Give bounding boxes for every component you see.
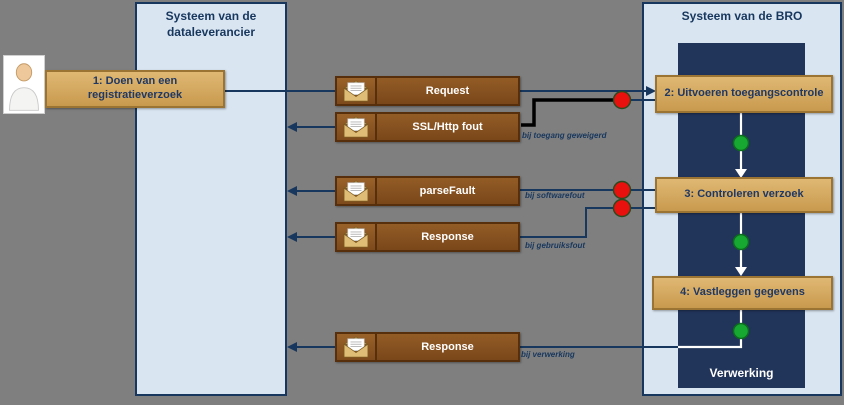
progress-dot-3 [732, 322, 750, 340]
arrowhead-into-step4 [735, 267, 747, 276]
condition-toegang-geweigerd: bij toegang geweigerd [522, 131, 607, 140]
step-3-box: 3: Controleren verzoek [655, 177, 833, 213]
envelope-icon [337, 178, 377, 204]
lane-dataleverancier: Systeem van de dataleverancier [135, 2, 287, 396]
arrowhead-into-step2 [646, 86, 656, 96]
step-4-label: 4: Vastleggen gegevens [680, 286, 805, 299]
message-response-label: Response [421, 231, 474, 243]
error-dots [612, 90, 632, 218]
person-icon [9, 62, 39, 111]
envelope-icon [337, 114, 377, 140]
message-ssl-http-fout-label: SSL/Http fout [412, 121, 483, 133]
internal-flow-lines [678, 113, 743, 349]
actor [3, 55, 45, 114]
progress-dot-1 [732, 134, 750, 152]
line-access-denied-black [521, 98, 622, 127]
lane-title-bro: Systeem van de BRO [681, 9, 803, 23]
message-request: Request [335, 76, 520, 106]
envelope-icon [337, 334, 377, 360]
step-4-box: 4: Vastleggen gegevens [652, 276, 833, 310]
message-arrowheads [287, 86, 656, 352]
verwerking-label: Verwerking [709, 366, 774, 380]
step-1-label: 1: Doen van een registratieverzoek [87, 75, 183, 101]
arrowhead-sslfout [287, 122, 297, 132]
flow-step4-to-verwerking [678, 310, 743, 349]
message-parsefault-label: parseFault [419, 185, 476, 197]
condition-softwarefout: bij softwarefout [525, 191, 585, 200]
error-dot-gebruik [612, 198, 632, 218]
message-response: Response [335, 222, 520, 252]
error-dot-software [612, 180, 632, 200]
message-final-response: Response [335, 332, 520, 362]
message-ssl-http-fout: SSL/Http fout [335, 112, 520, 142]
step-2-label: 2: Uitvoeren toegangscontrole [664, 87, 824, 100]
message-lines [225, 90, 678, 348]
message-parsefault: parseFault [335, 176, 520, 206]
progress-dot-2 [732, 233, 750, 251]
arrowhead-final-response [287, 342, 297, 352]
arrowhead-parsefault [287, 186, 297, 196]
message-request-label: Request [425, 85, 470, 97]
arrowhead-response [287, 232, 297, 242]
arrowhead-into-step3 [735, 169, 747, 178]
step-1-box: 1: Doen van een registratieverzoek [45, 70, 225, 108]
line-response-from-step3 [520, 207, 613, 238]
step-3-label: 3: Controleren verzoek [684, 188, 804, 201]
internal-flow-arrowheads [735, 169, 747, 276]
condition-verwerking: bij verwerking [521, 350, 575, 359]
condition-gebruiksfout: bij gebruiksfout [525, 241, 585, 250]
lane-title-dataleverancier: Systeem van de dataleverancier [165, 9, 257, 39]
step-2-box: 2: Uitvoeren toegangscontrole [655, 75, 833, 113]
envelope-icon [337, 224, 377, 250]
message-final-response-label: Response [421, 341, 474, 353]
error-dot-toegang [612, 90, 632, 110]
envelope-icon [337, 78, 377, 104]
progress-dots [732, 134, 750, 340]
